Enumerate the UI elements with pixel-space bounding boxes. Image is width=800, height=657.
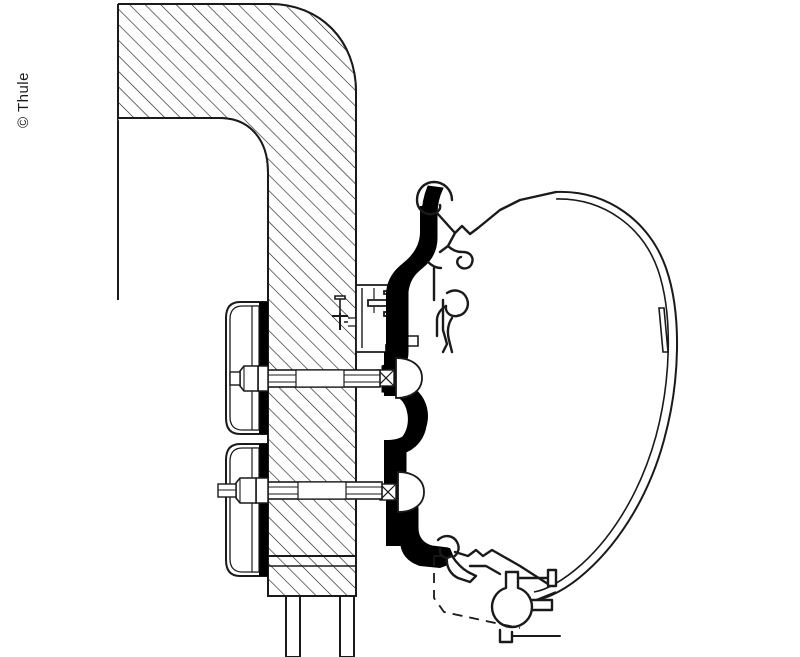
upper-bolt-nut xyxy=(239,365,259,392)
wall-base-hatch xyxy=(267,555,357,597)
bracket-s-wave xyxy=(388,380,428,452)
hidden-profile xyxy=(433,555,521,629)
wall-leg-right xyxy=(339,595,355,657)
bolt-lower xyxy=(217,477,383,504)
awning-shell xyxy=(533,190,678,601)
shell-seam-tab xyxy=(658,307,669,353)
shell-outer-line xyxy=(535,190,678,601)
lower-plate-body xyxy=(251,447,260,573)
bolt-upper xyxy=(229,365,381,392)
copyright-notice: © Thule xyxy=(15,72,32,128)
shell-inner-line xyxy=(533,198,670,593)
bracket-bottom-foot xyxy=(400,508,456,568)
upper-bolt-tip xyxy=(229,371,241,386)
wall-leg-left xyxy=(285,595,301,657)
bracket-upper-riser xyxy=(386,206,436,356)
awning-case-top-hooks xyxy=(415,180,558,354)
hidden-profile-outline xyxy=(433,556,521,629)
lower-plate-contact-strip xyxy=(259,444,268,576)
lower-bolt-washer xyxy=(255,477,269,504)
wall-hatch-band xyxy=(118,4,356,596)
wall-base-member xyxy=(267,555,357,657)
lower-bolt-tip xyxy=(217,483,237,498)
lower-bolt-nut xyxy=(235,477,257,504)
shell-lower-closure xyxy=(535,591,557,601)
upper-bolt-washer xyxy=(257,365,269,392)
backing-plate-lower xyxy=(225,443,269,577)
bolt-boss-upper xyxy=(377,357,423,399)
